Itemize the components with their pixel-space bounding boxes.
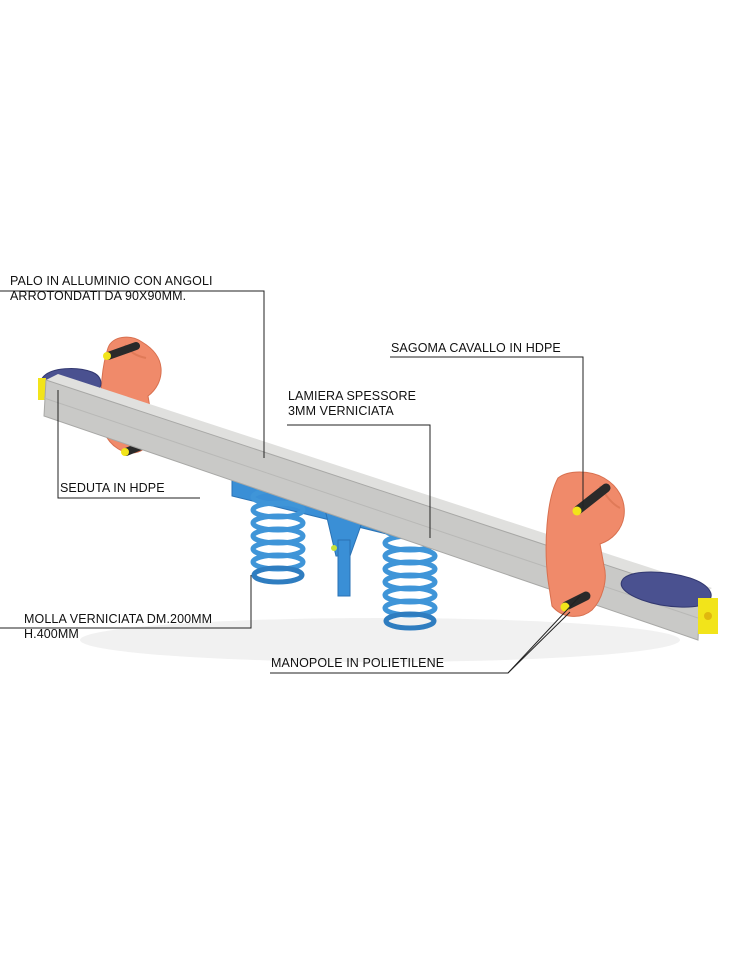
label-molla-line1: MOLLA VERNICIATA DM.200MM xyxy=(24,612,213,626)
label-seduta: SEDUTA IN HDPE xyxy=(60,481,165,495)
label-palo-line2: ARROTONDATI DA 90X90MM. xyxy=(10,289,187,303)
label-manopole: MANOPOLE IN POLIETILENE xyxy=(271,656,445,670)
label-palo: PALO IN ALLUMINIO CON ANGOLI ARROTONDATI… xyxy=(10,274,213,304)
leader-lines xyxy=(0,290,584,674)
leader-sagoma xyxy=(390,356,584,508)
label-lamiera-line2: 3MM VERNICIATA xyxy=(288,404,394,418)
label-lamiera-line1: LAMIERA SPESSORE xyxy=(288,389,417,403)
left-handle-top xyxy=(103,342,140,360)
label-palo-line1: PALO IN ALLUMINIO CON ANGOLI xyxy=(10,274,213,288)
leader-seduta xyxy=(57,390,200,499)
label-sagoma: SAGOMA CAVALLO IN HDPE xyxy=(391,341,561,355)
label-lamiera: LAMIERA SPESSORE 3MM VERNICIATA xyxy=(288,389,416,419)
leader-manopole-2 xyxy=(507,611,571,674)
leader-lamiera xyxy=(287,424,431,538)
label-molla: MOLLA VERNICIATA DM.200MM H.400MM xyxy=(24,612,212,642)
aluminium-beam xyxy=(43,374,712,641)
leader-palo xyxy=(0,290,265,458)
leader-molla xyxy=(0,575,252,629)
label-molla-line2: H.400MM xyxy=(24,627,79,641)
right-seat xyxy=(620,571,718,634)
